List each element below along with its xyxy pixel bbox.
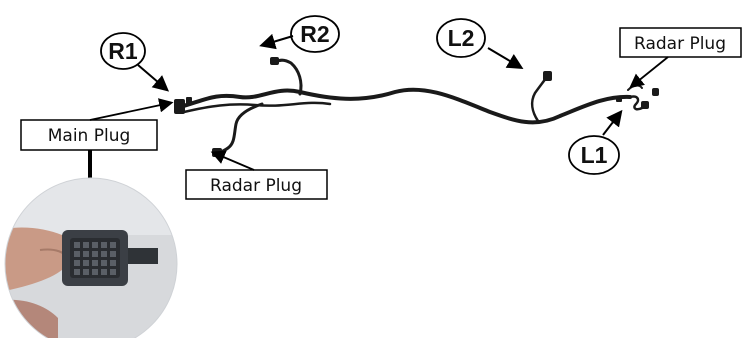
callout-l2: L2: [436, 18, 524, 70]
callout-l1-text: L1: [581, 142, 608, 168]
harness-cable: [178, 58, 644, 155]
radar-plug-right-text: Radar Plug: [634, 34, 726, 54]
callout-r2: R2: [259, 15, 340, 53]
main-plug-text: Main Plug: [48, 126, 131, 146]
callout-l2-text: L2: [448, 25, 475, 51]
callout-r1: R1: [100, 32, 170, 92]
callout-l1: L1: [568, 109, 623, 175]
radar-plug-label-right: Radar Plug: [619, 27, 742, 89]
callout-r2-text: R2: [300, 21, 329, 47]
main-plug-label: Main Plug: [20, 98, 174, 204]
connector-photo-icon: [5, 178, 177, 338]
radar-plug-left-text: Radar Plug: [210, 176, 302, 196]
radar-plug-label-left: Radar Plug: [185, 150, 328, 200]
photo-border: [4, 177, 178, 338]
callout-r1-text: R1: [108, 38, 138, 64]
